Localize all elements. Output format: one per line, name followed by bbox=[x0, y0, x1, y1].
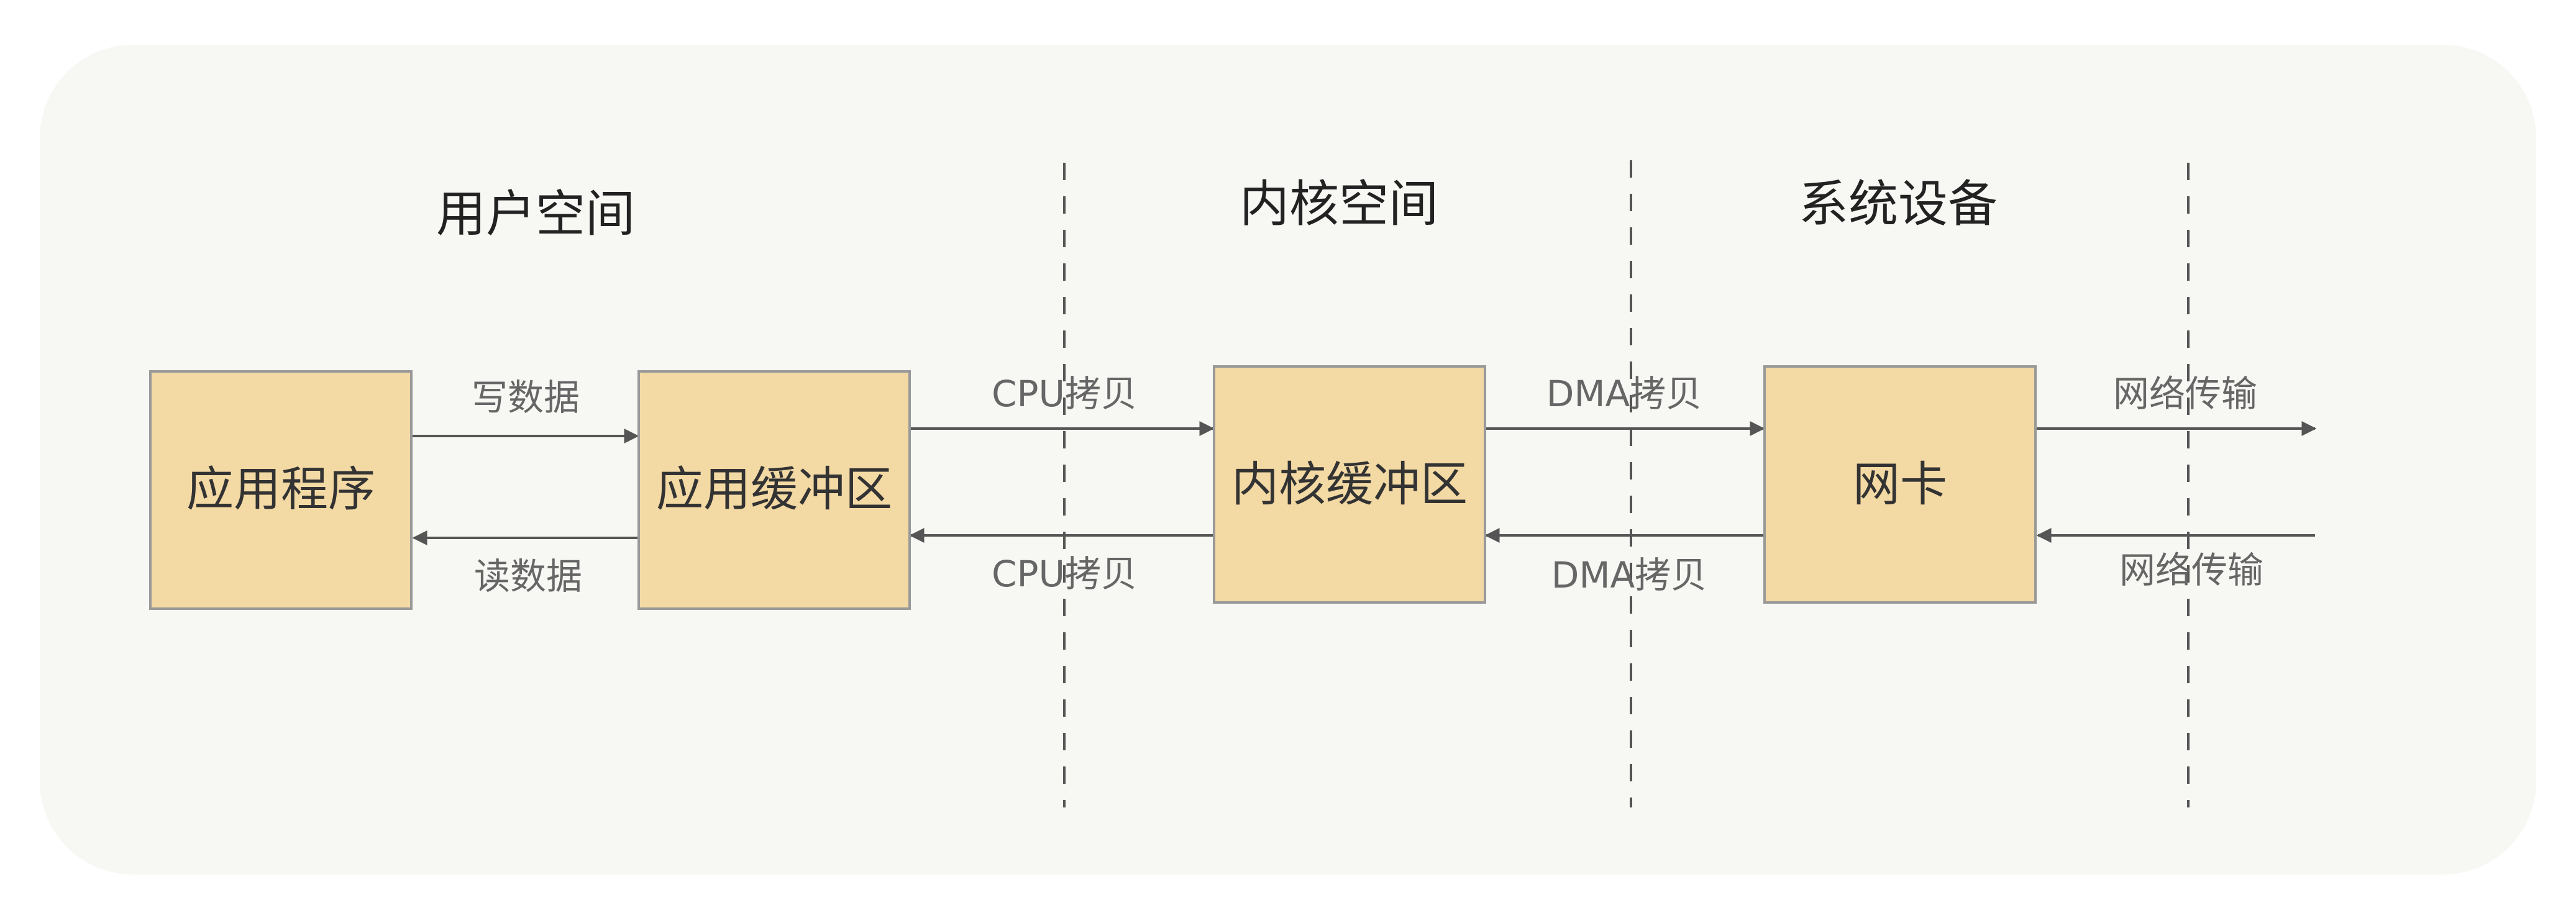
edge-label-write-data: 写数据 bbox=[472, 376, 580, 419]
edge-label-cpu-copy-in: CPU拷贝 bbox=[992, 553, 1137, 595]
edge-label-net-out: 网络传输 bbox=[2113, 373, 2257, 415]
zone-title-device: 系统设备 bbox=[1799, 175, 1998, 233]
node-app-buffer-label: 应用缓冲区 bbox=[656, 461, 892, 517]
edge-label-net-in: 网络传输 bbox=[2119, 549, 2263, 591]
zone-title-kernel: 内核空间 bbox=[1240, 175, 1438, 233]
node-kernel-buffer: 内核缓冲区 bbox=[1213, 365, 1486, 604]
edge-label-cpu-copy-out: CPU拷贝 bbox=[992, 373, 1137, 415]
edge-label-dma-copy-out: DMA拷贝 bbox=[1546, 373, 1702, 415]
node-app: 应用程序 bbox=[149, 370, 413, 610]
node-nic-label: 网卡 bbox=[1853, 457, 1947, 512]
edge-label-read-data: 读数据 bbox=[474, 555, 582, 598]
zone-title-user: 用户空间 bbox=[436, 185, 635, 243]
node-app-buffer: 应用缓冲区 bbox=[637, 370, 911, 610]
edge-label-dma-copy-in: DMA拷贝 bbox=[1551, 554, 1707, 596]
node-kernel-buffer-label: 内核缓冲区 bbox=[1231, 457, 1468, 512]
node-app-label: 应用程序 bbox=[186, 461, 375, 517]
node-nic: 网卡 bbox=[1763, 365, 2037, 604]
